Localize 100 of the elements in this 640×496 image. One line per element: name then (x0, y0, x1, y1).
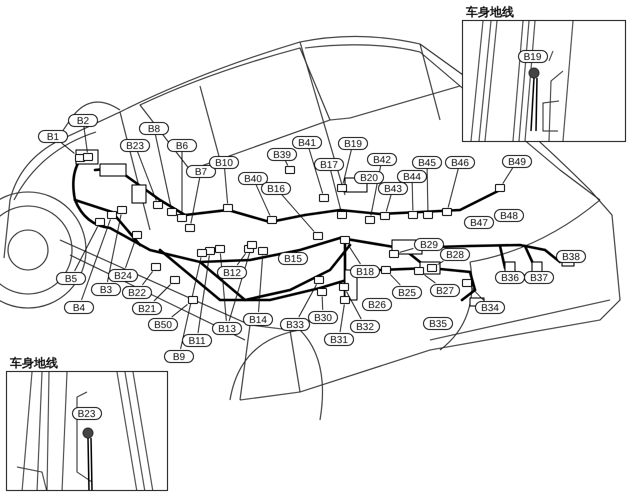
leader-line (81, 219, 111, 300)
callout-label: B29 (414, 238, 444, 250)
leader-line (412, 182, 414, 211)
leader-line (346, 291, 362, 320)
callout-label: B2 (68, 114, 98, 126)
callout-label: B9 (164, 350, 194, 362)
connector (151, 263, 161, 271)
callout-label: B39 (267, 148, 297, 160)
leader-line (74, 226, 98, 272)
connector (153, 201, 163, 209)
callout-label: B17 (314, 158, 344, 170)
connector (423, 211, 433, 219)
inset-title: 车身地线 (10, 355, 58, 372)
connector (462, 279, 472, 287)
connector (197, 249, 207, 257)
leader-line (437, 260, 444, 266)
leader-line (142, 271, 154, 286)
inset-title: 车身地线 (466, 4, 514, 21)
callout-label: B10 (209, 156, 239, 168)
connector (185, 224, 195, 232)
connector (381, 266, 391, 274)
callout-label: B31 (324, 332, 354, 346)
leader-line (386, 194, 392, 212)
leader-line (180, 257, 202, 350)
connector (188, 296, 198, 304)
leader-line (330, 170, 342, 211)
connector (414, 267, 424, 275)
callout-label: B42 (367, 152, 397, 166)
connector (132, 231, 142, 239)
callout-label: B43 (378, 182, 408, 194)
callout-label: B48 (494, 208, 524, 222)
callout-label: B36 (495, 270, 525, 284)
callout-label: B35 (423, 316, 453, 330)
callout-label: B23 (72, 407, 102, 420)
callout-label: B3 (91, 282, 121, 296)
connector (365, 216, 375, 224)
callout-label: B1 (38, 130, 68, 142)
leader-line (285, 160, 288, 166)
connector (427, 264, 437, 272)
callout-label: B40 (238, 172, 268, 184)
callout-label: B12 (217, 266, 247, 278)
leader-line (236, 253, 246, 266)
leader-line (424, 274, 436, 284)
leader-line (390, 274, 401, 286)
leader-line (347, 244, 361, 264)
connector (408, 211, 418, 219)
leader-line (342, 150, 352, 184)
leader-line (426, 168, 428, 211)
connector (215, 245, 225, 253)
callout-label: B49 (502, 154, 532, 168)
leader-line (502, 168, 514, 184)
connector (380, 212, 390, 220)
connector (167, 208, 177, 216)
leader-line (470, 287, 484, 300)
connector (314, 276, 324, 284)
callout-label: B8 (139, 122, 169, 134)
callout-label: B45 (412, 156, 442, 168)
callout-label: B18 (350, 264, 380, 278)
connector (442, 208, 452, 216)
connector (117, 206, 127, 214)
connector (267, 216, 277, 224)
leader-line (61, 142, 75, 154)
callout-label: B34 (475, 300, 505, 314)
callout-label: B33 (280, 318, 310, 330)
callout-label: B19 (518, 50, 548, 63)
leader-line (171, 304, 188, 318)
connector (107, 211, 117, 219)
leader-line (448, 168, 459, 208)
callout-label: B24 (108, 268, 138, 282)
callout-label: B22 (122, 286, 152, 298)
connector (317, 288, 327, 296)
connector (247, 241, 257, 249)
callout-label: B25 (392, 286, 422, 298)
connector (337, 184, 347, 192)
callout-label: B19 (338, 136, 368, 150)
callout-label: B23 (120, 138, 150, 152)
connector (340, 236, 350, 244)
leader-line (322, 296, 324, 310)
connector (170, 276, 180, 284)
connector (389, 250, 399, 258)
callout-label: B7 (186, 164, 216, 178)
callout-label: B5 (56, 272, 86, 284)
leader-line (106, 214, 122, 282)
leader-line (84, 126, 88, 153)
callout-label: B14 (243, 312, 273, 326)
callout-label: B20 (354, 170, 384, 184)
leader-line (224, 168, 228, 204)
leader-line (282, 194, 315, 232)
connector (258, 247, 268, 255)
callout-label: B6 (167, 138, 197, 152)
callout-label: B26 (362, 298, 392, 310)
callout-label: B21 (132, 302, 162, 314)
connector (83, 153, 93, 161)
connector (339, 283, 349, 291)
connector (285, 166, 295, 174)
leader-line (154, 284, 171, 302)
leader-line (340, 304, 345, 332)
connector (95, 218, 105, 226)
callout-label: B47 (464, 216, 494, 228)
leader-line (256, 184, 270, 216)
